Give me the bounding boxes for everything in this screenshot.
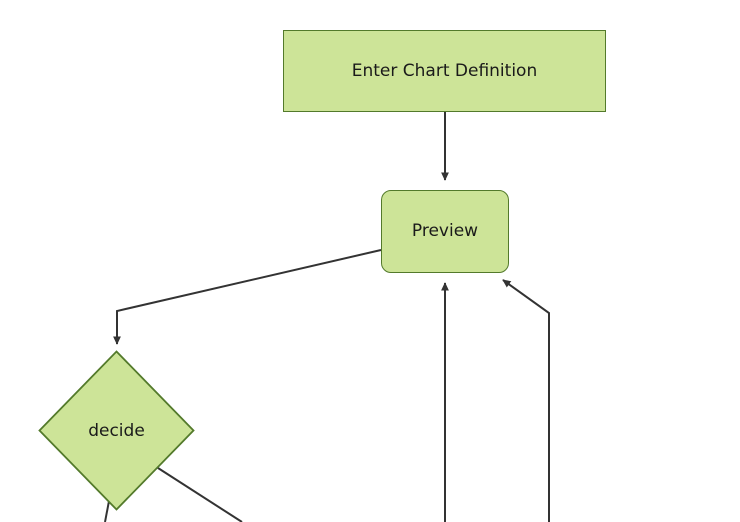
- node-decide[interactable]: decide: [38, 350, 195, 511]
- decide-diamond-shape: [38, 350, 195, 511]
- edge-preview-to-decide: [113, 249, 382, 345]
- node-enter-chart-definition[interactable]: Enter Chart Definition: [283, 30, 606, 112]
- node-preview-label: Preview: [411, 221, 479, 241]
- node-decide-label: decide: [88, 420, 145, 441]
- edge-decide-out-right: [157, 467, 243, 522]
- edge-loop-right-to-preview: [502, 279, 550, 522]
- edge-decide-out-left: [104, 500, 110, 522]
- node-enter-chart-definition-label: Enter Chart Definition: [351, 60, 538, 81]
- node-preview[interactable]: Preview: [381, 190, 509, 273]
